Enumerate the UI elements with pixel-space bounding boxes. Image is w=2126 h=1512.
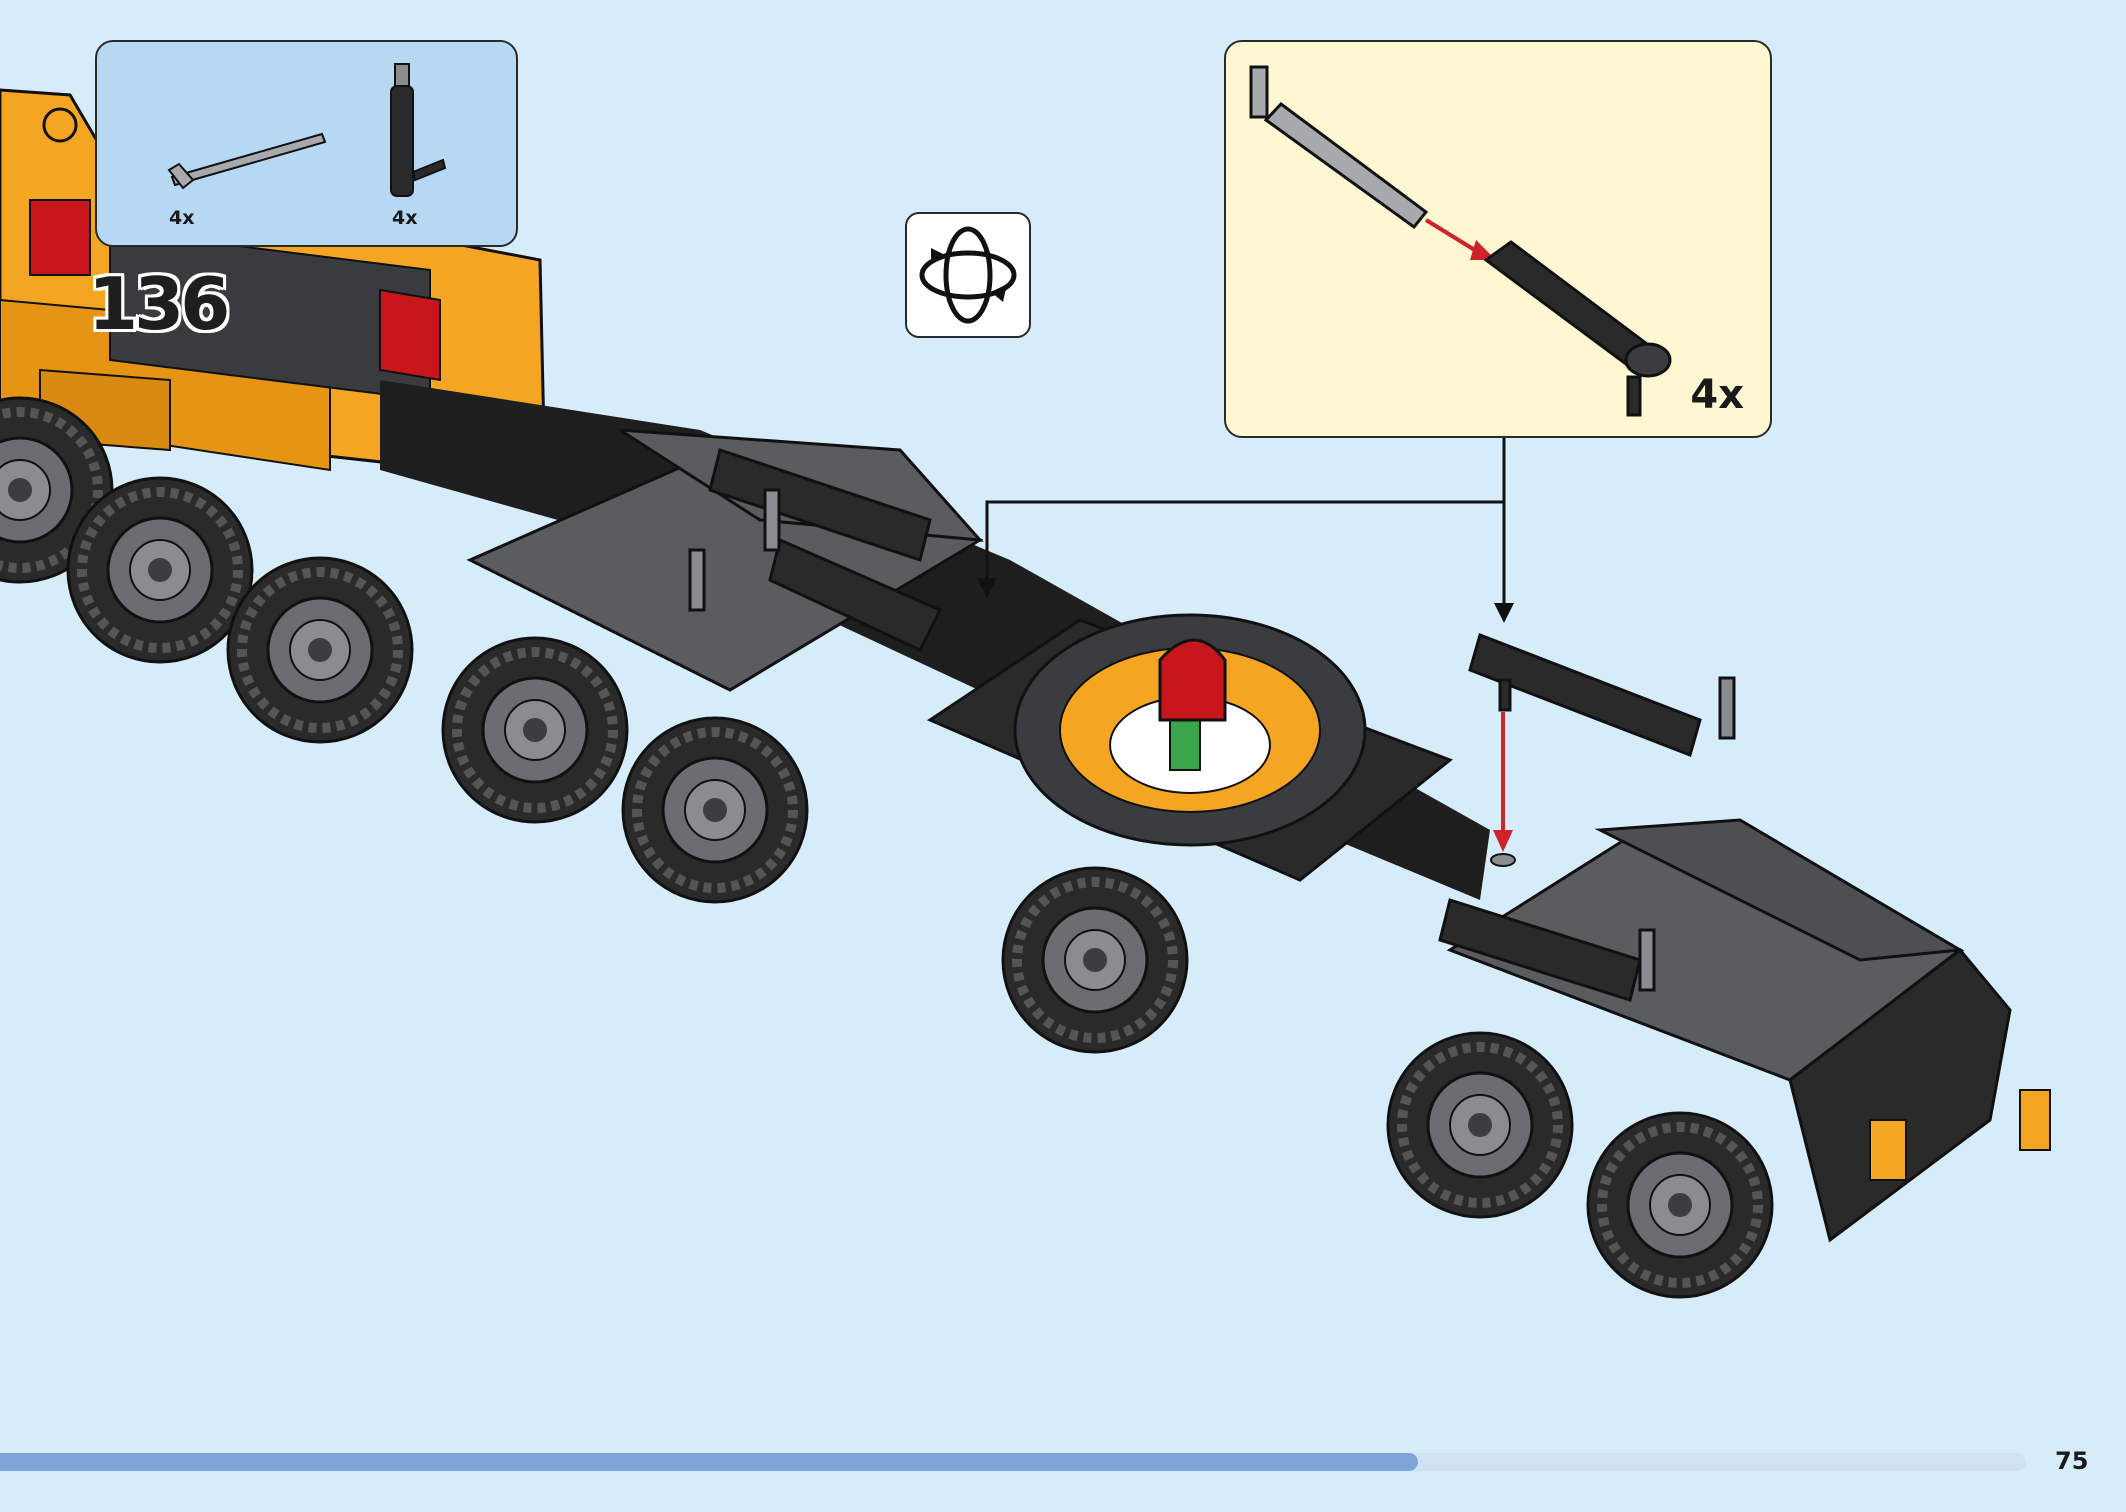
subassembly-quantity: 4x — [1690, 372, 1744, 418]
part-quantity-axle-pin: 4x — [169, 207, 195, 229]
parts-illustrations — [167, 63, 447, 197]
progress-bar — [0, 1453, 2026, 1471]
installed-shock-absorbers — [688, 448, 1656, 1002]
parts-list-box: 4x 4x — [95, 40, 518, 247]
turntable — [926, 613, 1453, 882]
step-number: 136 — [88, 262, 230, 346]
progress-fill — [0, 1453, 1418, 1471]
rotate-model-icon — [919, 226, 1017, 324]
shock-absorber-icon — [1483, 240, 1672, 417]
axle-pin-icon — [1249, 65, 1429, 230]
subassembly-callout-box: 4x — [1224, 40, 1772, 438]
red-assembly-arrow — [1424, 218, 1480, 254]
callout-lines — [985, 438, 1506, 605]
page-number: 75 — [2055, 1447, 2089, 1475]
loose-shock-absorber — [1468, 633, 1736, 757]
part-quantity-shock-absorber: 4x — [392, 207, 418, 229]
rotate-model-box — [905, 212, 1031, 338]
axle-pin-icon — [167, 132, 327, 190]
shock-absorber-icon — [390, 63, 447, 197]
subassembly-illustration — [1249, 65, 1672, 417]
